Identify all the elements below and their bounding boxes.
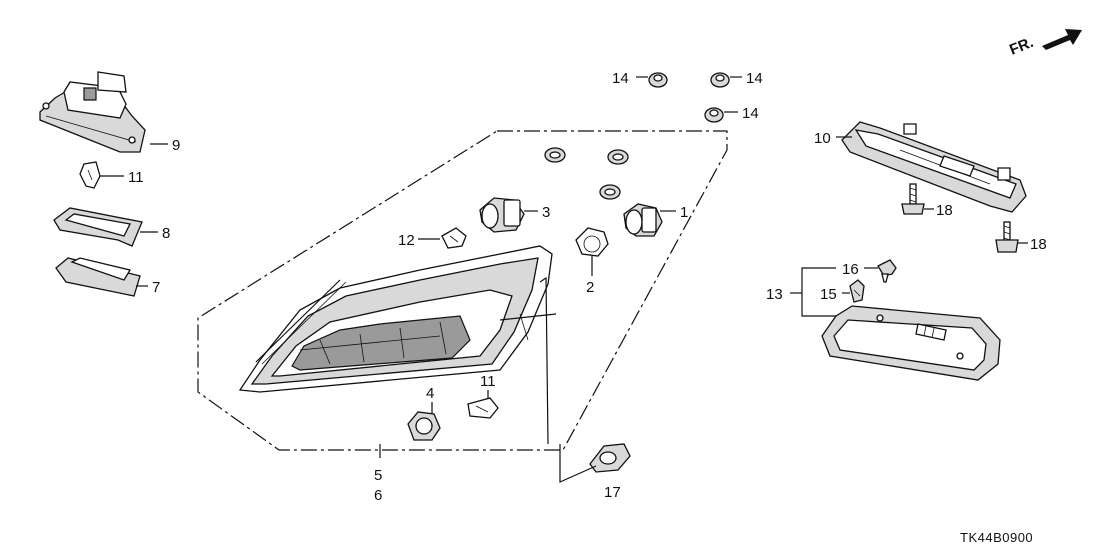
front-direction-arrow: FR. <box>1007 29 1082 59</box>
callout-11-lower: 11 <box>480 373 496 390</box>
bolt-18b-part <box>995 221 1019 253</box>
license-light-part <box>39 71 146 153</box>
assembly-boundary <box>197 130 728 451</box>
callout-12: 12 <box>398 232 415 249</box>
tail-light-housing-part <box>238 245 557 445</box>
callout-4: 4 <box>426 385 434 402</box>
callout-5: 5 <box>374 467 382 484</box>
lens-gasket-part <box>53 207 143 247</box>
bulb-12-part <box>441 227 467 249</box>
callout-13-bracket <box>801 267 836 317</box>
callout-15: 15 <box>820 286 837 303</box>
bulb-socket-3-part <box>479 197 525 233</box>
callout-13: 13 <box>766 286 783 303</box>
callout-16: 16 <box>842 261 859 278</box>
wedge-bulb-lower-part <box>467 397 499 419</box>
callout-10: 10 <box>814 130 831 147</box>
bulb-socket-4-part <box>407 411 441 441</box>
nut-14c-part <box>704 107 724 123</box>
callout-18-upper: 18 <box>936 202 953 219</box>
grommet-c-part <box>599 184 621 200</box>
callout-9: 9 <box>172 137 180 154</box>
bolt-18a-part <box>901 183 925 215</box>
callout-14-left: 14 <box>612 70 629 87</box>
bulb-2-part <box>575 227 609 257</box>
bulb-socket-1-part <box>623 203 663 237</box>
front-direction-label: FR. <box>1007 34 1036 59</box>
callout-11-upper: 11 <box>128 169 144 186</box>
grommet-a-part <box>544 147 566 163</box>
callout-6: 6 <box>374 487 382 504</box>
nut-14a-part <box>648 72 668 88</box>
grommet-b-part <box>607 149 629 165</box>
callout-14-lower: 14 <box>742 105 759 122</box>
callout-7: 7 <box>152 279 160 296</box>
stop-light-cover-part <box>821 305 1001 381</box>
cover-cap-part <box>589 443 631 473</box>
callout-14-right: 14 <box>746 70 763 87</box>
diagram-code: TK44B0900 <box>960 530 1033 545</box>
clip-16-part <box>877 259 897 283</box>
wedge-bulb-part <box>79 161 101 189</box>
arrow-icon <box>1042 29 1082 50</box>
callout-18-lower: 18 <box>1030 236 1047 253</box>
callout-3: 3 <box>542 204 550 221</box>
callout-1: 1 <box>680 204 688 221</box>
callout-17: 17 <box>604 484 621 501</box>
high-mount-stop-light-part <box>841 121 1027 213</box>
nut-14b-part <box>710 72 730 88</box>
license-lens-part <box>55 257 141 297</box>
clip-15-part <box>849 279 865 303</box>
callout-8: 8 <box>162 225 170 242</box>
callout-2: 2 <box>586 279 594 296</box>
